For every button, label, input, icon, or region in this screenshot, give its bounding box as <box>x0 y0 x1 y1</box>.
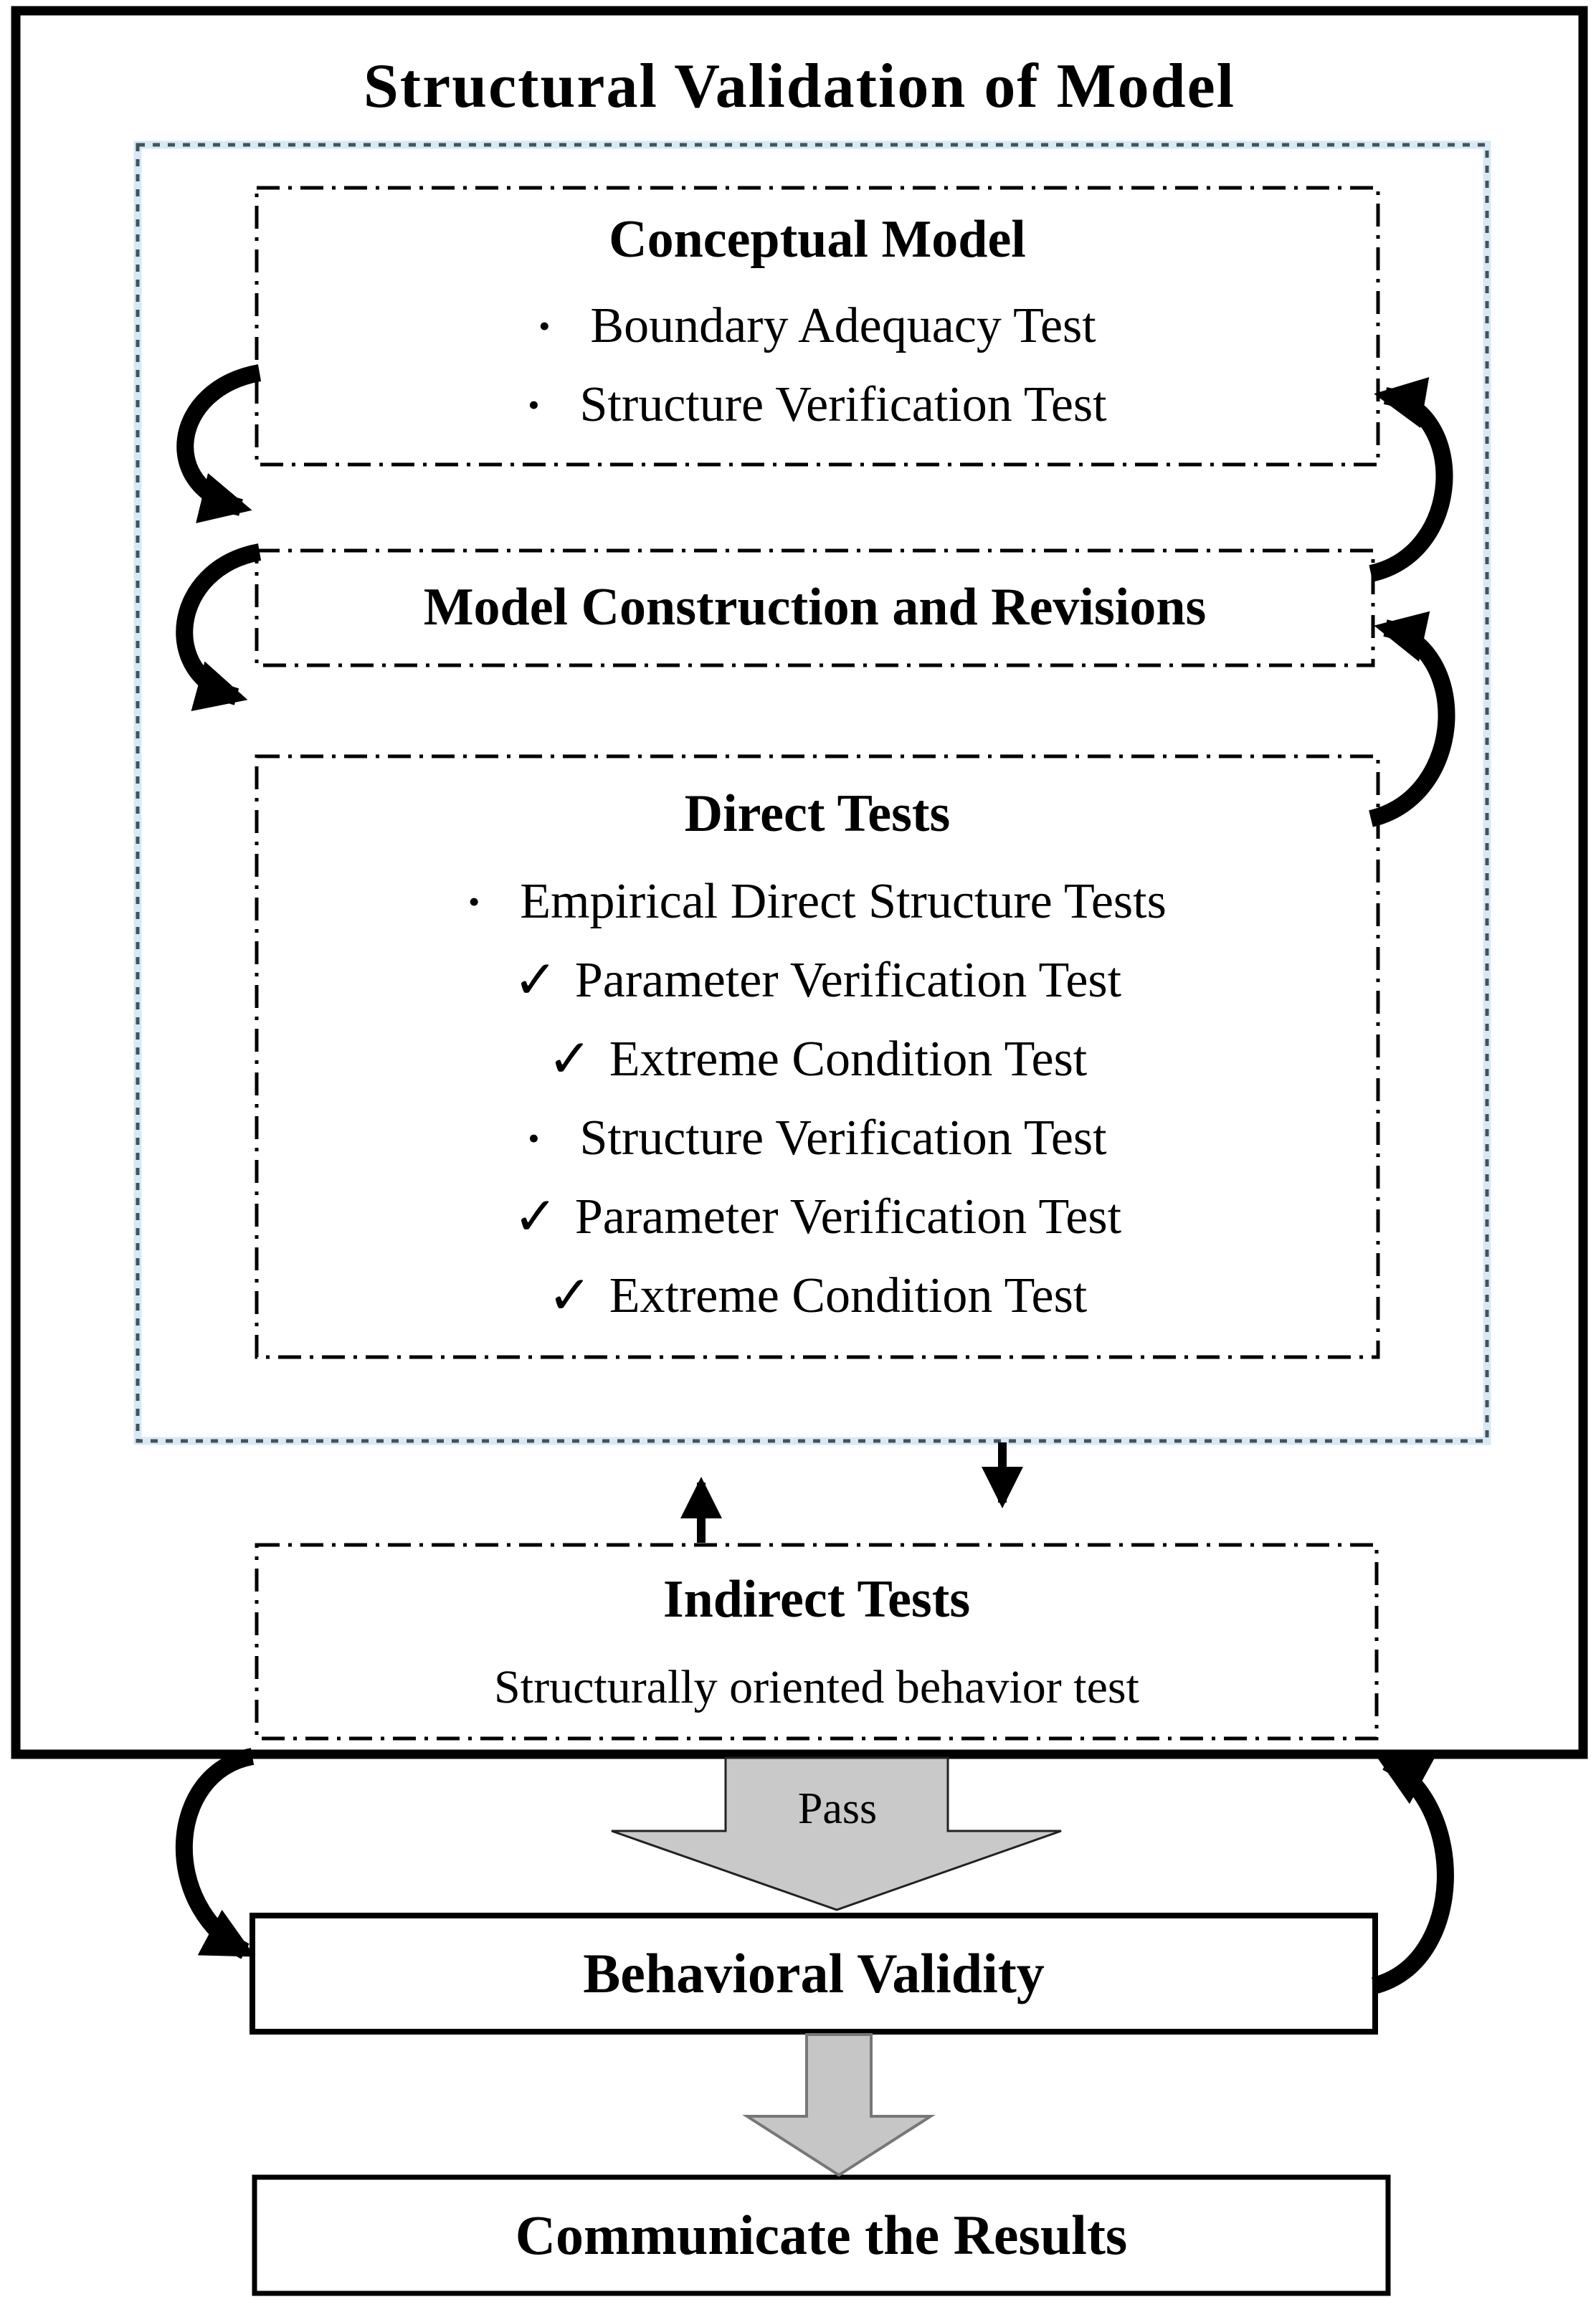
list-item: • Empirical Direct Structure Tests <box>468 862 1167 941</box>
bullet-icon: • <box>538 307 551 344</box>
indirect-tests-title: Indirect Tests <box>662 1570 971 1629</box>
list-item-label: Structure Verification Test <box>579 1110 1107 1166</box>
pass-block-arrow-icon <box>611 1756 1062 1911</box>
list-item-label: Empirical Direct Structure Tests <box>520 873 1167 929</box>
conceptual-model-box-border <box>255 186 1380 467</box>
check-icon: ✓ <box>513 1187 558 1247</box>
list-item: ✓ Parameter Verification Test <box>513 941 1121 1020</box>
curved-arrow-left-down-1-icon <box>176 364 262 523</box>
model-construction-title: Model Construction and Revisions <box>423 578 1207 637</box>
down-block-arrow-icon <box>742 2033 936 2177</box>
indirect-tests-box: Indirect Tests Structurally oriented beh… <box>258 1545 1375 1738</box>
list-item: • Boundary Adequacy Test <box>538 287 1096 366</box>
behavioral-validity-box: Behavioral Validity <box>252 1916 1375 2032</box>
model-construction-box: Model Construction and Revisions <box>258 551 1372 665</box>
bullet-icon: • <box>468 883 480 920</box>
curved-arrow-left-down-2-icon <box>176 543 262 711</box>
list-item: ✓ Extreme Condition Test <box>548 1257 1088 1336</box>
outer-frame-border <box>11 6 1588 1759</box>
check-icon: ✓ <box>547 1266 592 1326</box>
curved-arrow-right-up-1-icon <box>1369 377 1453 582</box>
check-icon: ✓ <box>547 1029 592 1089</box>
page-title: Structural Validation of Model <box>363 52 1236 121</box>
bullet-icon: • <box>528 386 540 423</box>
list-item-label: Extreme Condition Test <box>609 1267 1088 1323</box>
communicate-results-box-border <box>252 2174 1391 2296</box>
curved-arrow-right-up-3-icon <box>1371 1754 1454 1994</box>
direct-tests-box: Direct Tests • Empirical Direct Structur… <box>258 756 1377 1357</box>
curved-arrow-right-up-2-icon <box>1368 611 1455 827</box>
indirect-tests-box-border <box>255 1543 1379 1741</box>
check-icon: ✓ <box>513 951 558 1010</box>
list-item-label: Structure Verification Test <box>579 376 1107 432</box>
bullet-icon: • <box>528 1119 540 1156</box>
direct-tests-title: Direct Tests <box>684 784 951 843</box>
blue-dotted-frame <box>136 143 1489 1443</box>
list-item-label: Extreme Condition Test <box>609 1031 1088 1087</box>
model-construction-box-border <box>255 548 1375 667</box>
curved-arrow-left-down-3-icon <box>176 1748 256 1959</box>
communicate-results-box: Communicate the Results <box>255 2177 1388 2293</box>
communicate-results-title: Communicate the Results <box>515 2204 1128 2266</box>
indirect-tests-subtitle: Structurally oriented behavior test <box>494 1660 1139 1713</box>
list-item-label: Parameter Verification Test <box>574 952 1122 1008</box>
behavioral-validity-title: Behavioral Validity <box>583 1942 1045 2004</box>
list-item: ✓ Parameter Verification Test <box>513 1178 1121 1257</box>
pass-label: Pass <box>797 1784 878 1833</box>
list-item: • Structure Verification Test <box>528 1099 1106 1178</box>
list-item-label: Boundary Adequacy Test <box>590 298 1096 353</box>
list-item-label: Parameter Verification Test <box>574 1189 1122 1245</box>
list-item: ✓ Extreme Condition Test <box>548 1020 1088 1099</box>
conceptual-model-box: Conceptual Model • Boundary Adequacy Tes… <box>258 188 1377 465</box>
list-item: • Structure Verification Test <box>528 366 1106 444</box>
direct-tests-box-border <box>255 754 1380 1359</box>
conceptual-model-title: Conceptual Model <box>609 210 1026 269</box>
behavioral-validity-box-border <box>250 1913 1378 2035</box>
